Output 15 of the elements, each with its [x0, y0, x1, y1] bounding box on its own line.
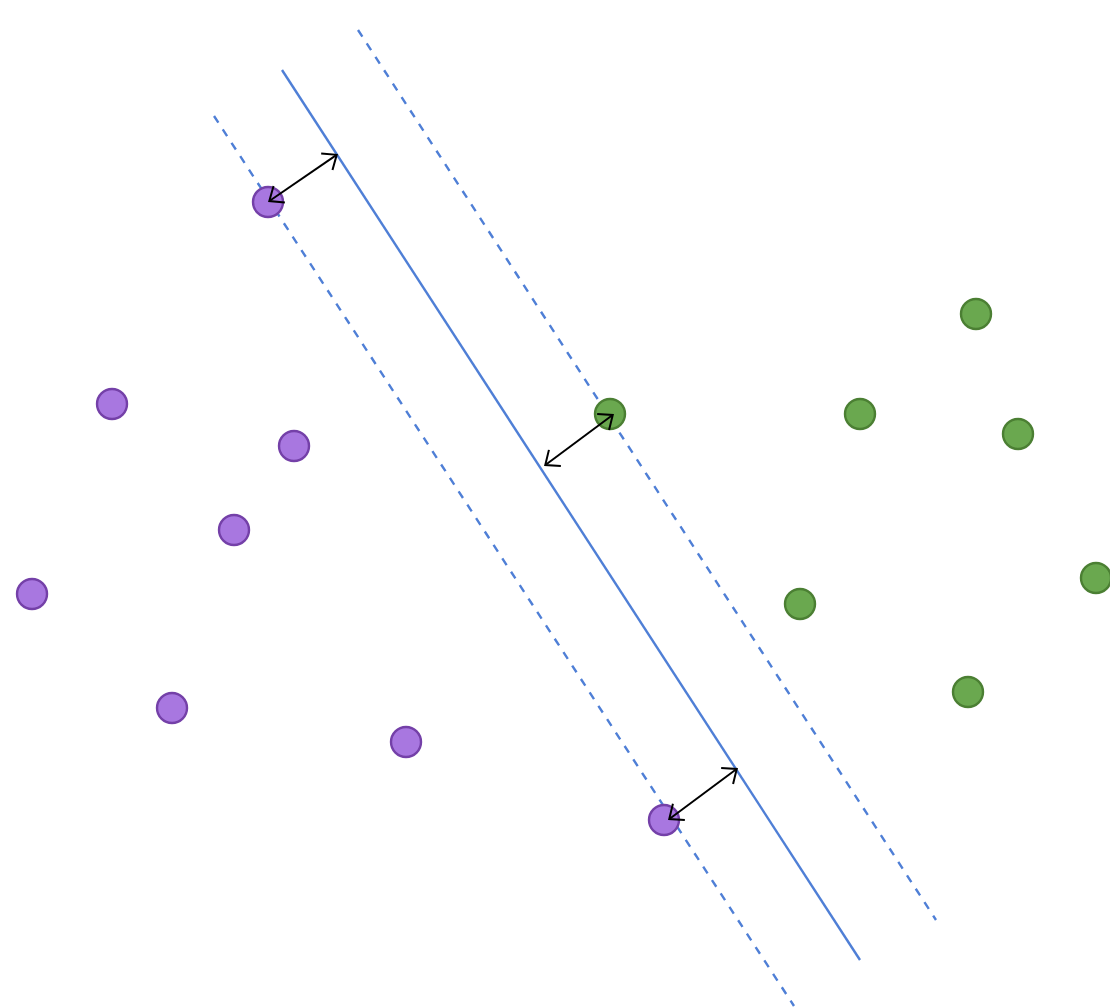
data-point	[593, 397, 627, 431]
data-point	[15, 577, 49, 611]
data-point	[843, 397, 877, 431]
data-point	[783, 587, 817, 621]
data-point	[1001, 417, 1035, 451]
data-point	[95, 387, 129, 421]
data-point	[389, 725, 423, 759]
data-point	[217, 513, 251, 547]
data-point	[155, 691, 189, 725]
data-point	[951, 675, 985, 709]
data-point	[277, 429, 311, 463]
data-point	[647, 803, 681, 837]
data-point	[1079, 561, 1110, 595]
data-point	[959, 297, 993, 331]
data-point	[251, 185, 285, 219]
